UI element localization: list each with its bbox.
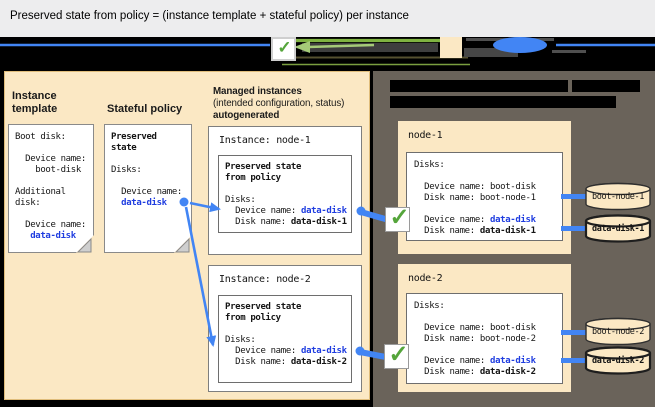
- legend-green-arrow-shaft: [307, 43, 375, 49]
- boot-disk-rows: Device name: boot-disk Disk name: boot-n…: [424, 182, 536, 203]
- connector-boot-node-2: [561, 330, 588, 335]
- legend-disk-oval-icon: [493, 37, 547, 53]
- device-name-row: Device name: data-disk: [225, 346, 351, 357]
- title-bar: Preserved state from policy = (instance …: [0, 0, 655, 37]
- preserved-state-box-node-2: Preserved state from policy Disks: Devic…: [218, 295, 352, 383]
- connector-data-disk-2: [561, 358, 588, 363]
- cylinder-icon: [584, 346, 652, 375]
- disk-name-row: Disk name: data-disk-1: [414, 226, 562, 237]
- legend-beige-swatch: [440, 37, 462, 58]
- cylinder-label: boot-node-2: [592, 327, 644, 337]
- diagram-title: Preserved state from policy = (instance …: [10, 10, 409, 22]
- folded-corner-icon: [174, 235, 192, 253]
- cylinder-label: data-disk-2: [592, 356, 644, 366]
- vm-panel-heading-redacted-3: [390, 96, 616, 108]
- device-name-prefix: Device name:: [414, 215, 491, 225]
- device-name-value: data-disk: [301, 206, 347, 216]
- preserved-state-title: Preserved state: [111, 132, 157, 153]
- legend-checkbox: ✓: [271, 37, 296, 61]
- disk-name-row: Disk name: data-disk-1: [225, 217, 351, 228]
- disks-label: Disks:: [225, 335, 256, 345]
- preserved-state-box-node-1: Preserved state from policy Disks: Devic…: [218, 155, 352, 233]
- connector-data-disk-1: [561, 226, 588, 231]
- legend-graphics: [0, 37, 655, 66]
- disk-name-value: data-disk-2: [290, 357, 347, 367]
- cylinder-icon: [585, 317, 651, 346]
- stateful-policy-doc: Preserved state Disks: Device name: data…: [104, 124, 192, 253]
- preserved-state-from-policy-title: Preserved state from policy: [225, 162, 302, 183]
- vm-node-2-disks-box: Disks: Device name: boot-disk Disk name:…: [406, 293, 563, 384]
- device-name-row: Device name: data-disk: [414, 356, 562, 367]
- legend-green-arrowhead-icon: [294, 41, 310, 53]
- vm-panel-heading-redacted-2: [572, 80, 640, 92]
- disk-name-prefix: Disk name:: [225, 217, 291, 227]
- folded-corner-icon: [76, 235, 94, 253]
- disk-name-row: Disk name: data-disk-2: [414, 367, 562, 378]
- legend-text-bar-1: [302, 43, 438, 52]
- disk-name-value: data-disk-1: [479, 226, 536, 236]
- managed-instances-autogenerated: autogenerated: [213, 110, 280, 121]
- disk-name-prefix: Disk name:: [225, 357, 291, 367]
- disk-cylinder-boot-node-2: boot-node-2: [584, 316, 652, 348]
- instance-template-data-disk-value: data-disk: [15, 231, 76, 241]
- instance-template-doc-body: Boot disk: Device name: boot-disk Additi…: [15, 132, 86, 230]
- disks-label: Disks:: [414, 160, 445, 170]
- managed-instances-subheading: (intended configuration, status): [213, 98, 345, 109]
- preserved-state-from-policy-title: Preserved state from policy: [225, 302, 302, 323]
- cylinder-label: data-disk-1: [592, 224, 644, 234]
- vm-node-1-label: node-1: [408, 130, 443, 141]
- stateful-policy-data-disk-value: data-disk: [111, 198, 167, 208]
- disk-name-prefix: Disk name:: [414, 226, 480, 236]
- disk-cylinder-data-disk-2: data-disk-2: [584, 345, 652, 377]
- managed-instance-node-2: Instance: node-2 Preserved state from po…: [208, 265, 362, 392]
- vm-card-node-1: node-1 Disks: Device name: boot-disk Dis…: [398, 121, 571, 254]
- vm-node-2-label: node-2: [408, 273, 443, 284]
- disk-cylinder-data-disk-1: data-disk-1: [584, 213, 652, 245]
- disk-name-prefix: Disk name:: [414, 367, 480, 377]
- connector-boot-node-1: [561, 194, 588, 199]
- cylinder-icon: [584, 214, 652, 243]
- instance-node-2-label: Instance: node-2: [219, 274, 311, 285]
- vm-card-node-2: node-2 Disks: Device name: boot-disk Dis…: [398, 264, 571, 392]
- disks-label: Disks:: [414, 301, 445, 311]
- instance-template-doc: Boot disk: Device name: boot-disk Additi…: [8, 124, 94, 253]
- device-name-row: Device name: data-disk: [225, 206, 351, 217]
- disk-cylinder-boot-node-1: boot-node-1: [584, 181, 652, 213]
- device-name-row: Device name: data-disk: [414, 215, 562, 226]
- managed-instance-node-1: Instance: node-1 Preserved state from po…: [208, 126, 362, 255]
- stateful-policy-doc-body: Disks: Device name:: [111, 165, 182, 197]
- instance-template-heading: Instance template: [12, 90, 58, 115]
- disk-name-row: Disk name: data-disk-2: [225, 357, 351, 368]
- device-name-value: data-disk: [490, 356, 536, 366]
- disks-label: Disks:: [225, 195, 256, 205]
- legend-band: ✓: [0, 37, 655, 71]
- vm-panel-heading-redacted-1: [390, 80, 568, 92]
- applied-checkbox-node-1: ✓: [385, 205, 410, 232]
- legend-text-bar-3: [464, 48, 518, 57]
- managed-instances-heading: Managed instances: [213, 86, 302, 97]
- stateful-policy-heading: Stateful policy: [107, 103, 183, 115]
- applied-checkbox-node-2: ✓: [384, 342, 409, 369]
- legend-text-bar-4: [552, 50, 586, 53]
- cylinder-icon: [585, 182, 651, 211]
- vm-node-1-disks-box: Disks: Device name: boot-disk Disk name:…: [406, 152, 563, 241]
- instance-node-1-label: Instance: node-1: [219, 135, 311, 146]
- device-name-prefix: Device name:: [225, 206, 302, 216]
- boot-disk-rows: Device name: boot-disk Disk name: boot-n…: [424, 323, 536, 344]
- disk-name-value: data-disk-1: [290, 217, 347, 227]
- device-name-prefix: Device name:: [225, 346, 302, 356]
- device-name-prefix: Device name:: [414, 356, 491, 366]
- device-name-value: data-disk: [490, 215, 536, 225]
- device-name-value: data-disk: [301, 346, 347, 356]
- disk-name-value: data-disk-2: [479, 367, 536, 377]
- cylinder-label: boot-node-1: [592, 192, 644, 202]
